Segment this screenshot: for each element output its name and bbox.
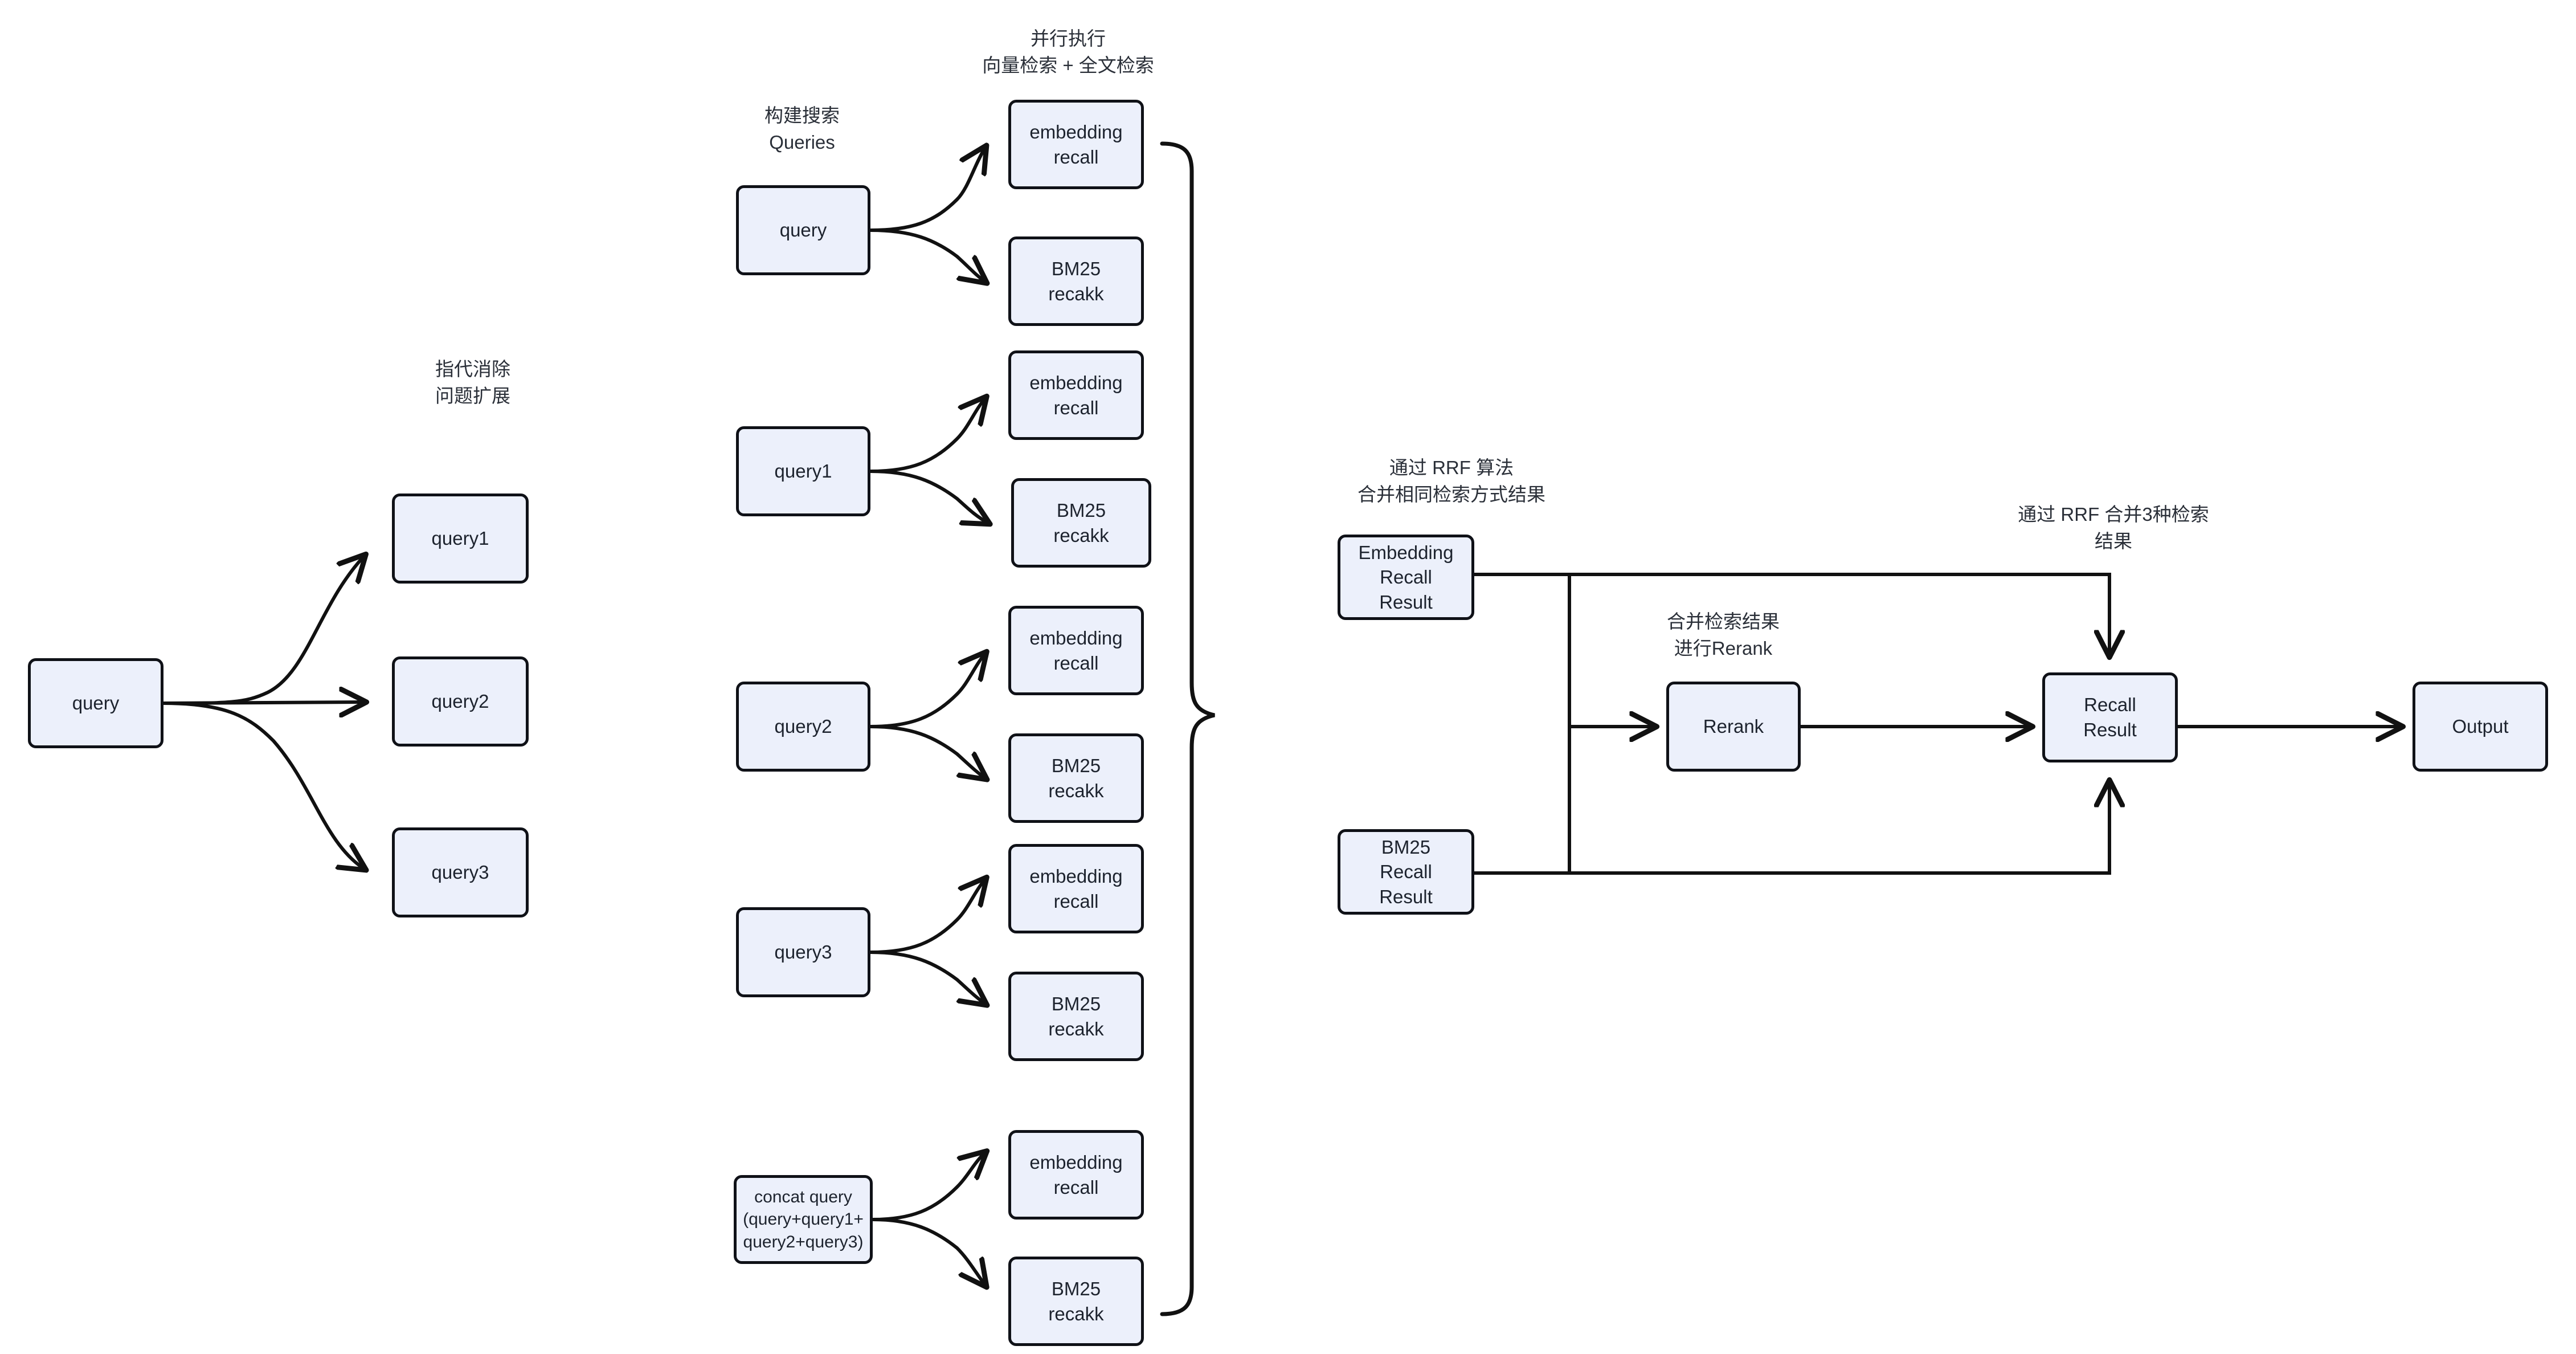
node-mid-query1[interactable]: query1 [736, 426, 870, 516]
node-bm25-recall-1[interactable]: BM25 recakk [1008, 236, 1144, 326]
note-rrf-merge-three: 通过 RRF 合并3种检索结果 [2018, 504, 2209, 552]
node-embedding-recall-4[interactable]: embedding recall [1008, 844, 1144, 933]
edge-mquery2-to-emb3 [869, 653, 986, 728]
edge-concat-to-bm25-5 [871, 1218, 986, 1286]
node-embedding-recall-1[interactable]: embedding recall [1008, 100, 1144, 189]
node-query2[interactable]: query2 [392, 656, 529, 747]
edge-query-to-query2 [162, 702, 365, 703]
edge-mquery1-to-bm25-2 [869, 470, 988, 523]
node-query1[interactable]: query1 [392, 494, 529, 584]
edge-embres-to-recallresult [1473, 573, 2109, 655]
note-rrf-merge-same-method: 通过 RRF 算法 合并相同检索方式结果 [1357, 457, 1545, 505]
node-embedding-recall-2[interactable]: embedding recall [1008, 350, 1144, 440]
edge-mquery2-to-bm25-3 [869, 725, 986, 778]
edge-bm25res-to-recallresult [1473, 782, 2109, 875]
node-query3[interactable]: query3 [392, 827, 529, 917]
note-rewrite: 指代消除 问题扩展 [435, 358, 510, 406]
node-mid-query[interactable]: query [736, 185, 870, 275]
recall-group-brace [1160, 141, 1215, 1316]
edge-query-to-query1 [162, 556, 365, 705]
node-bm25-recall-result[interactable]: BM25 Recall Result [1338, 829, 1474, 915]
node-bm25-recall-4[interactable]: BM25 recakk [1008, 972, 1144, 1061]
node-bm25-recall-5[interactable]: BM25 recakk [1008, 1257, 1144, 1346]
node-bm25-recall-2[interactable]: BM25 recakk [1011, 478, 1151, 568]
edge-mquery-to-emb1 [869, 147, 986, 232]
node-rerank[interactable]: Rerank [1666, 682, 1801, 772]
node-concat-query[interactable]: concat query (query+query1+ query2+query… [734, 1175, 873, 1264]
note-build-queries: 构建搜索Queries [764, 105, 840, 153]
node-query-root[interactable]: query [28, 658, 163, 748]
node-recall-result[interactable]: Recall Result [2042, 672, 2178, 762]
edge-mquery3-to-bm25-4 [869, 951, 986, 1004]
edge-mquery3-to-emb4 [869, 879, 986, 954]
node-mid-query3[interactable]: query3 [736, 907, 870, 997]
edge-mquery1-to-emb2 [869, 398, 986, 473]
node-embedding-recall-result[interactable]: Embedding Recall Result [1338, 535, 1474, 620]
edge-mquery-to-bm25-1 [869, 229, 986, 282]
node-embedding-recall-3[interactable]: embedding recall [1008, 606, 1144, 695]
edge-query-to-query3 [162, 702, 365, 869]
node-output[interactable]: Output [2413, 682, 2548, 772]
node-embedding-recall-5[interactable]: embedding recall [1008, 1130, 1144, 1220]
note-parallel-execution: 并行执行 向量检索 + 全文检索 [982, 28, 1154, 76]
edge-concat-to-emb5 [871, 1152, 986, 1221]
node-mid-query2[interactable]: query2 [736, 682, 870, 772]
note-merge-and-rerank: 合并检索结果 进行Rerank [1667, 611, 1780, 659]
node-bm25-recall-3[interactable]: BM25 recakk [1008, 733, 1144, 823]
